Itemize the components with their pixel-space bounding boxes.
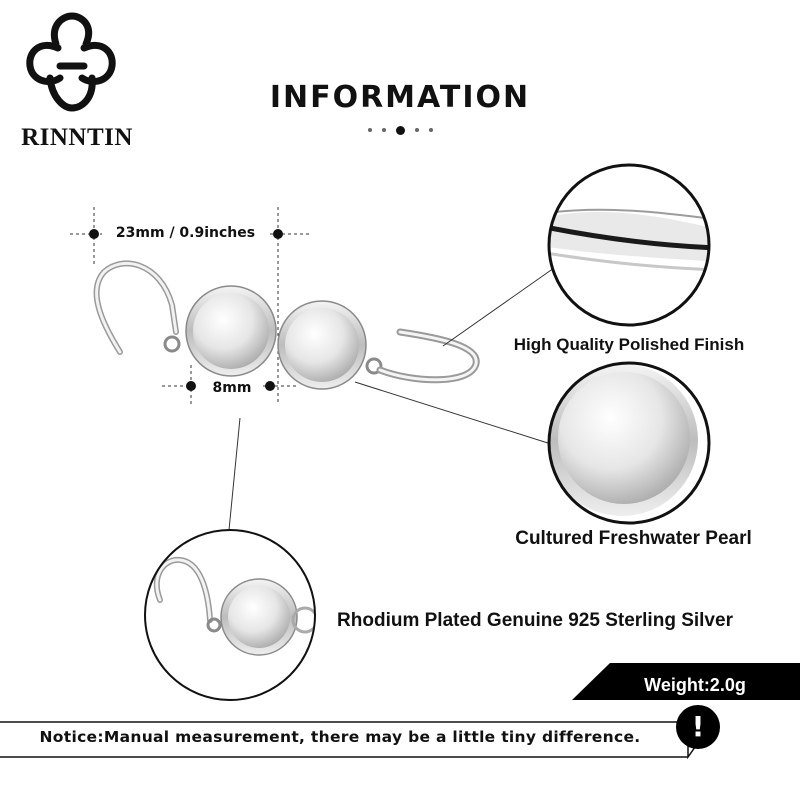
- dot: [428, 128, 433, 132]
- dot: [367, 128, 372, 132]
- exclamation-mark: !: [691, 710, 705, 743]
- pearl-feature-label: Cultured Freshwater Pearl: [515, 528, 752, 549]
- pearl-detail-circle: [547, 361, 711, 525]
- dot-active: [395, 125, 405, 135]
- pearl-size-label: 8mm: [212, 380, 252, 396]
- carousel-dots: [355, 124, 445, 136]
- notice-bar: [0, 705, 720, 760]
- brand-name: RINNTIN: [21, 124, 133, 151]
- material-feature-label: Rhodium Plated Genuine 925 Sterling Silv…: [337, 610, 733, 631]
- left-earring: [93, 260, 277, 377]
- dot: [414, 128, 419, 132]
- clover-logo-icon: [26, 12, 116, 112]
- weight-banner: [572, 663, 800, 700]
- right-earring: [277, 300, 480, 390]
- finish-feature-label: High Quality Polished Finish: [513, 335, 745, 354]
- dot: [381, 128, 386, 132]
- weight-label: Weight:2.0g: [644, 675, 746, 695]
- notice-text: Notice:Manual measurement, there may be …: [39, 728, 641, 746]
- dimension-markers: [89, 229, 283, 391]
- page-title: INFORMATION: [269, 80, 531, 115]
- exclamation-icon: [676, 705, 720, 749]
- length-dimension-label: 23mm / 0.9inches: [115, 225, 256, 241]
- callout-lines: [228, 267, 555, 531]
- finish-detail-circle: [547, 163, 711, 327]
- material-detail-circle: [144, 529, 316, 701]
